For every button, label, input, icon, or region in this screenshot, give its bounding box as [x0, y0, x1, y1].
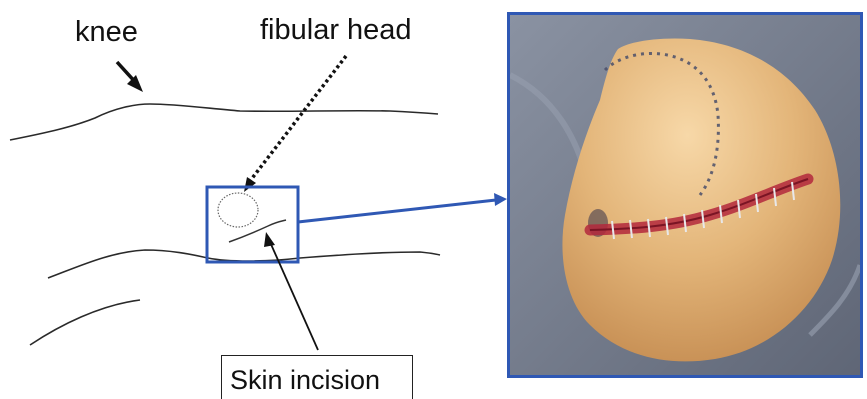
fibular-arrowhead: [244, 177, 256, 192]
surgical-photo: [507, 12, 863, 378]
leg-lower-outline: [48, 250, 440, 278]
incision-sketch-line: [229, 220, 286, 242]
incision-arrowhead: [264, 232, 275, 247]
skin-incision-label: Skin incision: [230, 365, 380, 396]
skin-incision-callout: Skin incision: [221, 355, 413, 399]
surgical-photo-illustration: [510, 15, 860, 375]
connector-line: [298, 200, 496, 222]
knee-label: knee: [75, 16, 138, 49]
fibular-head-label: fibular head: [260, 14, 412, 47]
fibular-dotted-line: [250, 56, 346, 181]
fibular-head-circle: [218, 193, 258, 227]
leg-lower-outline-tail: [30, 300, 140, 345]
connector-arrowhead: [494, 193, 507, 206]
leg-upper-outline: [10, 104, 438, 140]
